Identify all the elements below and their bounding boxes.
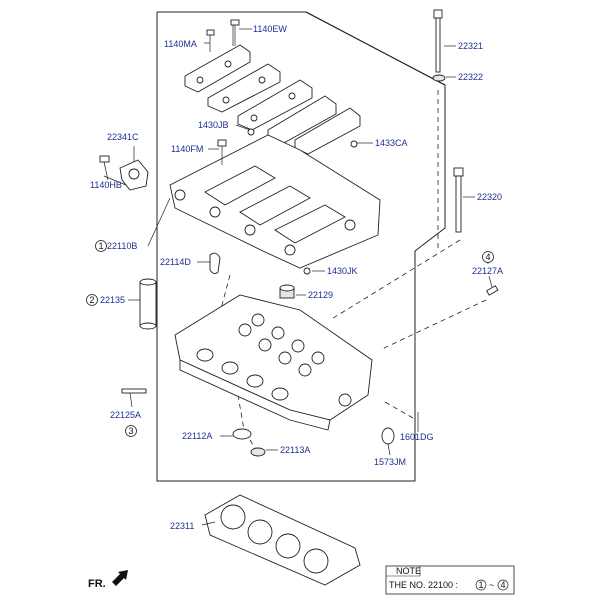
label-1140ma: 1140MA bbox=[164, 39, 197, 49]
note-from: 1 bbox=[478, 580, 483, 590]
label-22311: 22311 bbox=[170, 521, 194, 531]
washer-22322 bbox=[432, 74, 446, 82]
bolt-22320 bbox=[453, 167, 464, 233]
bolt-1140ew bbox=[230, 19, 240, 46]
cylinder-head-block bbox=[174, 294, 373, 431]
stud-22125a bbox=[121, 388, 147, 394]
callout-4: 4 bbox=[482, 251, 494, 263]
sensor-22114d bbox=[209, 252, 221, 275]
dowel-1433ca bbox=[350, 140, 358, 148]
callout-3: 3 bbox=[125, 425, 137, 437]
label-22125a: 22125A bbox=[110, 410, 141, 420]
label-1430jk: 1430JK bbox=[327, 266, 358, 276]
assembly-frame-diagonal bbox=[305, 11, 446, 86]
fr-label: FR. bbox=[88, 578, 106, 590]
seal-22112a bbox=[232, 428, 252, 440]
camshaft-carrier-22110b bbox=[169, 134, 381, 269]
head-bolt-22321 bbox=[433, 9, 443, 73]
note-prefix: THE NO. 22100 : bbox=[389, 580, 458, 590]
seal-1573jm bbox=[381, 427, 395, 445]
label-1601dg: 1601DG bbox=[400, 432, 434, 442]
washer-22113a bbox=[250, 447, 266, 457]
dowel-1430jb bbox=[247, 128, 255, 136]
svg-text:2: 2 bbox=[89, 295, 94, 305]
label-22113a: 22113A bbox=[280, 445, 310, 455]
label-22127a: 22127A bbox=[472, 266, 503, 276]
label-1573jm: 1573JM bbox=[374, 457, 406, 467]
pin-22127a bbox=[486, 285, 499, 296]
label-22322: 22322 bbox=[458, 72, 483, 82]
leader-lines bbox=[103, 28, 493, 526]
label-22110b: 22110B bbox=[107, 241, 137, 251]
camshaft-bearing-caps bbox=[184, 44, 361, 155]
label-22341c: 22341C bbox=[107, 132, 139, 142]
label-22321: 22321 bbox=[458, 41, 483, 51]
label-22320: 22320 bbox=[477, 192, 502, 202]
label-22112a: 22112A bbox=[182, 431, 212, 441]
label-1140hb: 1140HB bbox=[90, 180, 122, 190]
front-direction-indicator: FR. bbox=[88, 570, 128, 590]
label-1430jb: 1430JB bbox=[198, 120, 229, 130]
ring-1430jk bbox=[303, 267, 311, 275]
label-22114d: 22114D bbox=[160, 257, 191, 267]
plug-22129 bbox=[279, 284, 295, 299]
label-22135: 22135 bbox=[100, 295, 125, 305]
label-1140fm: 1140FM bbox=[171, 144, 203, 154]
bracket-22341c bbox=[119, 159, 149, 191]
fr-arrow-icon bbox=[112, 570, 128, 586]
label-22129: 22129 bbox=[308, 290, 333, 300]
head-gasket-22311 bbox=[204, 494, 361, 586]
bolt-1140ma bbox=[206, 29, 215, 52]
bolt-1140fm bbox=[217, 139, 227, 165]
note-box: NOTE THE NO. 22100 : 1 ~ 4 bbox=[385, 565, 515, 595]
label-1140ew: 1140EW bbox=[253, 24, 287, 34]
svg-text:4: 4 bbox=[485, 252, 490, 262]
callout-2: 2 bbox=[86, 294, 98, 306]
sleeve-22135 bbox=[139, 278, 157, 330]
callout-1: 1 bbox=[95, 240, 107, 252]
note-to: 4 bbox=[500, 580, 505, 590]
part-labels: 1140MA 1140EW 22321 22322 1430JB 1433CA … bbox=[90, 24, 503, 531]
note-title: NOTE bbox=[396, 566, 421, 576]
label-1433ca: 1433CA bbox=[375, 138, 408, 148]
svg-text:1: 1 bbox=[98, 241, 103, 251]
svg-text:3: 3 bbox=[128, 426, 133, 436]
note-sep: ~ bbox=[489, 580, 494, 590]
